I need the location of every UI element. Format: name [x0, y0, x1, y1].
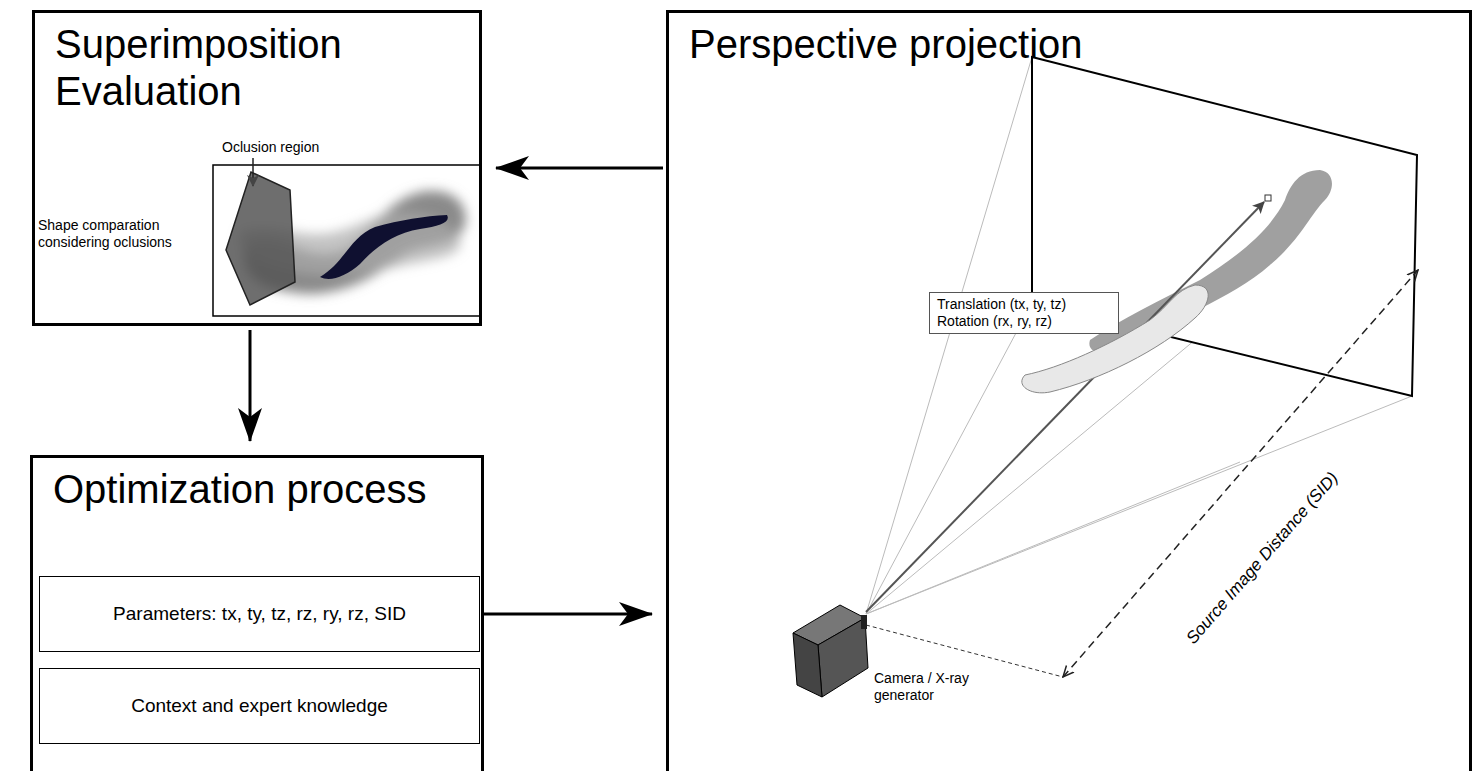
box-text: Parameters: tx, ty, tz, rz, ry, rz, SID	[105, 599, 414, 629]
annotation-label: Shape comparation considering oclusions	[38, 217, 210, 251]
callout-label: Oclusion region	[222, 139, 319, 156]
parameter-box: Parameters: tx, ty, tz, rz, ry, rz, SID	[39, 576, 480, 652]
transform-label: Translation (tx, ty, tz) Rotation (rx, r…	[929, 292, 1119, 334]
box-text: Context and expert knowledge	[123, 691, 396, 721]
parameter-box: Context and expert knowledge	[39, 668, 480, 744]
dimension-label: Source Image Distance (SID)	[1183, 469, 1341, 647]
flow-arrow	[249, 330, 252, 441]
panel-heading: Perspective projection	[669, 13, 1469, 68]
panel-box: Superimposition Evaluation	[32, 10, 482, 326]
box-text: Translation (tx, ty, tz) Rotation (rx, r…	[937, 296, 1111, 330]
panel-box: Optimization processParameters: tx, ty, …	[30, 455, 484, 771]
panel-heading: Superimposition Evaluation	[35, 13, 479, 115]
flow-arrow	[483, 613, 652, 616]
panel-box: Perspective projectionTranslation (tx, t…	[666, 10, 1472, 771]
device-label: Camera / X-ray generator	[874, 670, 989, 704]
projection-scene	[793, 57, 1418, 697]
superimposition-image	[213, 158, 480, 316]
panel-heading: Optimization process	[33, 458, 481, 513]
flow-arrow	[496, 167, 663, 170]
